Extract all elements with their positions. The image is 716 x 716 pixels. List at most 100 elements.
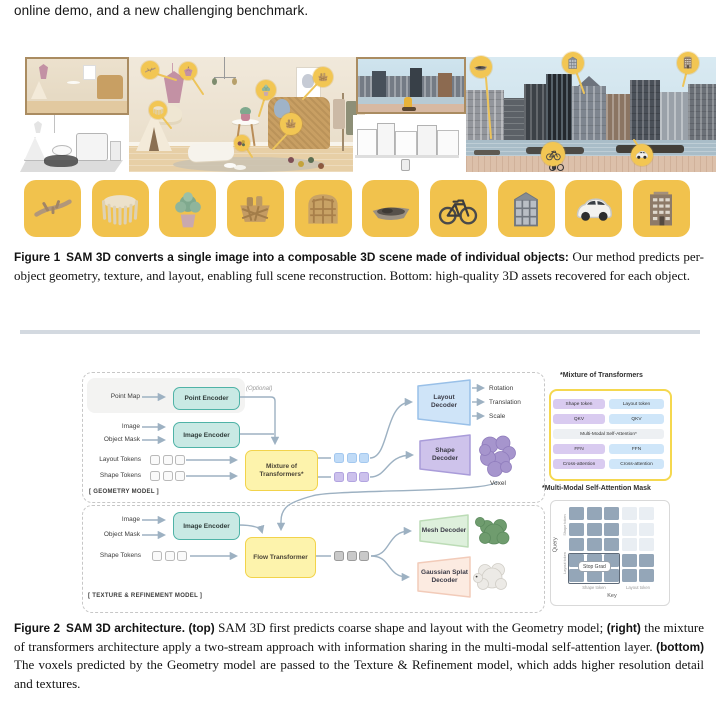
gaussian-splat-decoder-label: Gaussian Splat Decoder xyxy=(421,569,468,584)
callout-basket xyxy=(280,113,302,135)
mask-cell-attend xyxy=(586,522,602,536)
mot-pill-shared: Multi-Modal Self-Attention* xyxy=(553,429,664,439)
layout-decoder-label: Layout Decoder xyxy=(430,394,457,409)
pillow xyxy=(187,141,235,163)
mask-cell-attend xyxy=(639,569,654,582)
mask-panel-title: *Multi-Modal Self-Attention Mask xyxy=(542,485,651,492)
mask-cell-attend xyxy=(639,553,654,567)
fig1-right-scene-photo xyxy=(466,57,716,172)
figure2-caption: Figure 2 SAM 3D architecture. (top) SAM … xyxy=(14,620,704,691)
key-axis-label: Key xyxy=(607,593,617,599)
callout-succulent xyxy=(256,80,276,100)
car-3d-asset xyxy=(572,187,616,231)
optional-label: (Optional) xyxy=(246,386,273,392)
mask-cell-attend xyxy=(621,553,637,567)
mixture-of-transformers-box: Mixture of Transformers* xyxy=(245,450,318,491)
mot-pill-shape-stream: Cross-attention xyxy=(553,459,605,469)
mask-cell-attend xyxy=(604,522,619,536)
shape-token-input xyxy=(162,471,173,481)
callout-basket xyxy=(313,67,333,87)
asset-tile-row xyxy=(24,180,690,237)
layout-token-input xyxy=(162,455,173,465)
shape-token-output xyxy=(346,472,357,482)
query-axis-label: Query xyxy=(552,537,559,553)
flow-token-output xyxy=(334,551,344,561)
texture-model-section-label: [ TEXTURE & REFINEMENT MODEL ] xyxy=(88,593,203,599)
mask-cell-attend xyxy=(569,507,584,520)
asset-tile-pouf xyxy=(91,180,149,237)
tex-shape-tokens-label: Shape Tokens xyxy=(99,552,141,559)
tex-image-label: Image xyxy=(121,516,140,523)
basket-3d-asset xyxy=(233,187,277,231)
translation-label: Translation xyxy=(489,399,521,406)
fig1-left-input-photo xyxy=(25,57,129,115)
key-shape-token-label: Shape token xyxy=(582,585,606,590)
glass-tower xyxy=(546,74,572,142)
shape-token-input xyxy=(175,471,185,481)
rotation-label: Rotation xyxy=(489,385,514,392)
callout-brickhouse xyxy=(677,52,699,74)
succulent-3d-asset xyxy=(166,187,210,231)
stool-top xyxy=(232,119,259,125)
mot-pill-layout-stream: QKV xyxy=(609,414,664,424)
mot-pill-shape-stream: QKV xyxy=(553,414,605,424)
caption-figure-label: Figure 1 xyxy=(14,250,67,264)
bicycle-3d-asset xyxy=(436,187,480,231)
voxel-label: Voxel xyxy=(490,480,506,487)
point-map-label: Point Map xyxy=(110,393,140,400)
caption-figure-label: Figure 2 xyxy=(14,621,66,635)
mask-cell-masked xyxy=(621,507,637,520)
asset-tile-brick-building xyxy=(632,180,690,237)
stop-grad-badge: Stop Grad xyxy=(578,561,611,572)
caption-bold-lead: SAM 3D architecture. xyxy=(65,621,186,635)
key-layout-token-label: Layout token xyxy=(626,585,650,590)
glass-building-3d-asset xyxy=(504,187,548,231)
mot-pill-layout-stream: Layout token xyxy=(609,399,664,409)
image-encoder-box: Image Encoder xyxy=(173,422,240,448)
mask-cell-masked xyxy=(639,522,654,536)
asset-tile-succulent xyxy=(159,180,217,237)
fig1-right-input-photo xyxy=(356,57,466,114)
mask-cell-attend xyxy=(604,569,619,582)
flow-token-output xyxy=(359,551,369,561)
mask-cell-masked xyxy=(621,522,637,536)
plant xyxy=(240,107,251,116)
point-encoder-box: Point Encoder xyxy=(173,387,240,410)
callout-macrame xyxy=(179,62,197,80)
mask-cell-attend xyxy=(569,538,584,551)
mask-cell-attend xyxy=(569,522,584,536)
query-shape-token-label: Shape token xyxy=(563,514,567,536)
section-divider xyxy=(20,330,700,334)
mesh-decoder-label: Mesh Decoder xyxy=(421,527,467,534)
mot-pill-layout-stream: FFN xyxy=(609,444,664,454)
asset-tile-car xyxy=(565,180,623,237)
pouf-3d-asset xyxy=(98,187,142,231)
callout-toy xyxy=(234,135,250,151)
tex-object-mask-label: Object Mask xyxy=(103,531,140,538)
cyclist-figure xyxy=(404,97,412,110)
mask-cell-attend xyxy=(586,569,602,582)
wicker-chair-3d-asset xyxy=(301,187,345,231)
boat-3d-asset xyxy=(369,187,413,231)
attention-mask-grid xyxy=(569,507,654,582)
mask-cell-attend xyxy=(586,507,602,520)
mask-cell-attend xyxy=(621,569,637,582)
shape-token-output xyxy=(359,472,369,482)
asset-tile-branch xyxy=(24,180,81,237)
tex-shape-token-input xyxy=(152,551,162,561)
mot-pill-shape-stream: Shape token xyxy=(553,399,605,409)
mot-panel-title: *Mixture of Transformers xyxy=(560,372,643,379)
gable xyxy=(578,76,600,86)
tex-shape-token-input xyxy=(177,551,187,561)
callout-car xyxy=(631,144,653,166)
layout-token-input xyxy=(175,455,185,465)
mask-cell-masked xyxy=(621,538,637,551)
body-text-line: online demo, and a new challenging bench… xyxy=(14,3,309,18)
callout-pouf xyxy=(149,101,167,119)
figure2-architecture: Point Map Point Encoder (Optional) Image… xyxy=(0,355,716,617)
asset-tile-basket xyxy=(226,180,284,237)
flow-transformer-box: Flow Transformer xyxy=(245,537,316,578)
image-label: Image xyxy=(121,423,140,430)
fig1-right-geometry-render xyxy=(353,115,463,172)
